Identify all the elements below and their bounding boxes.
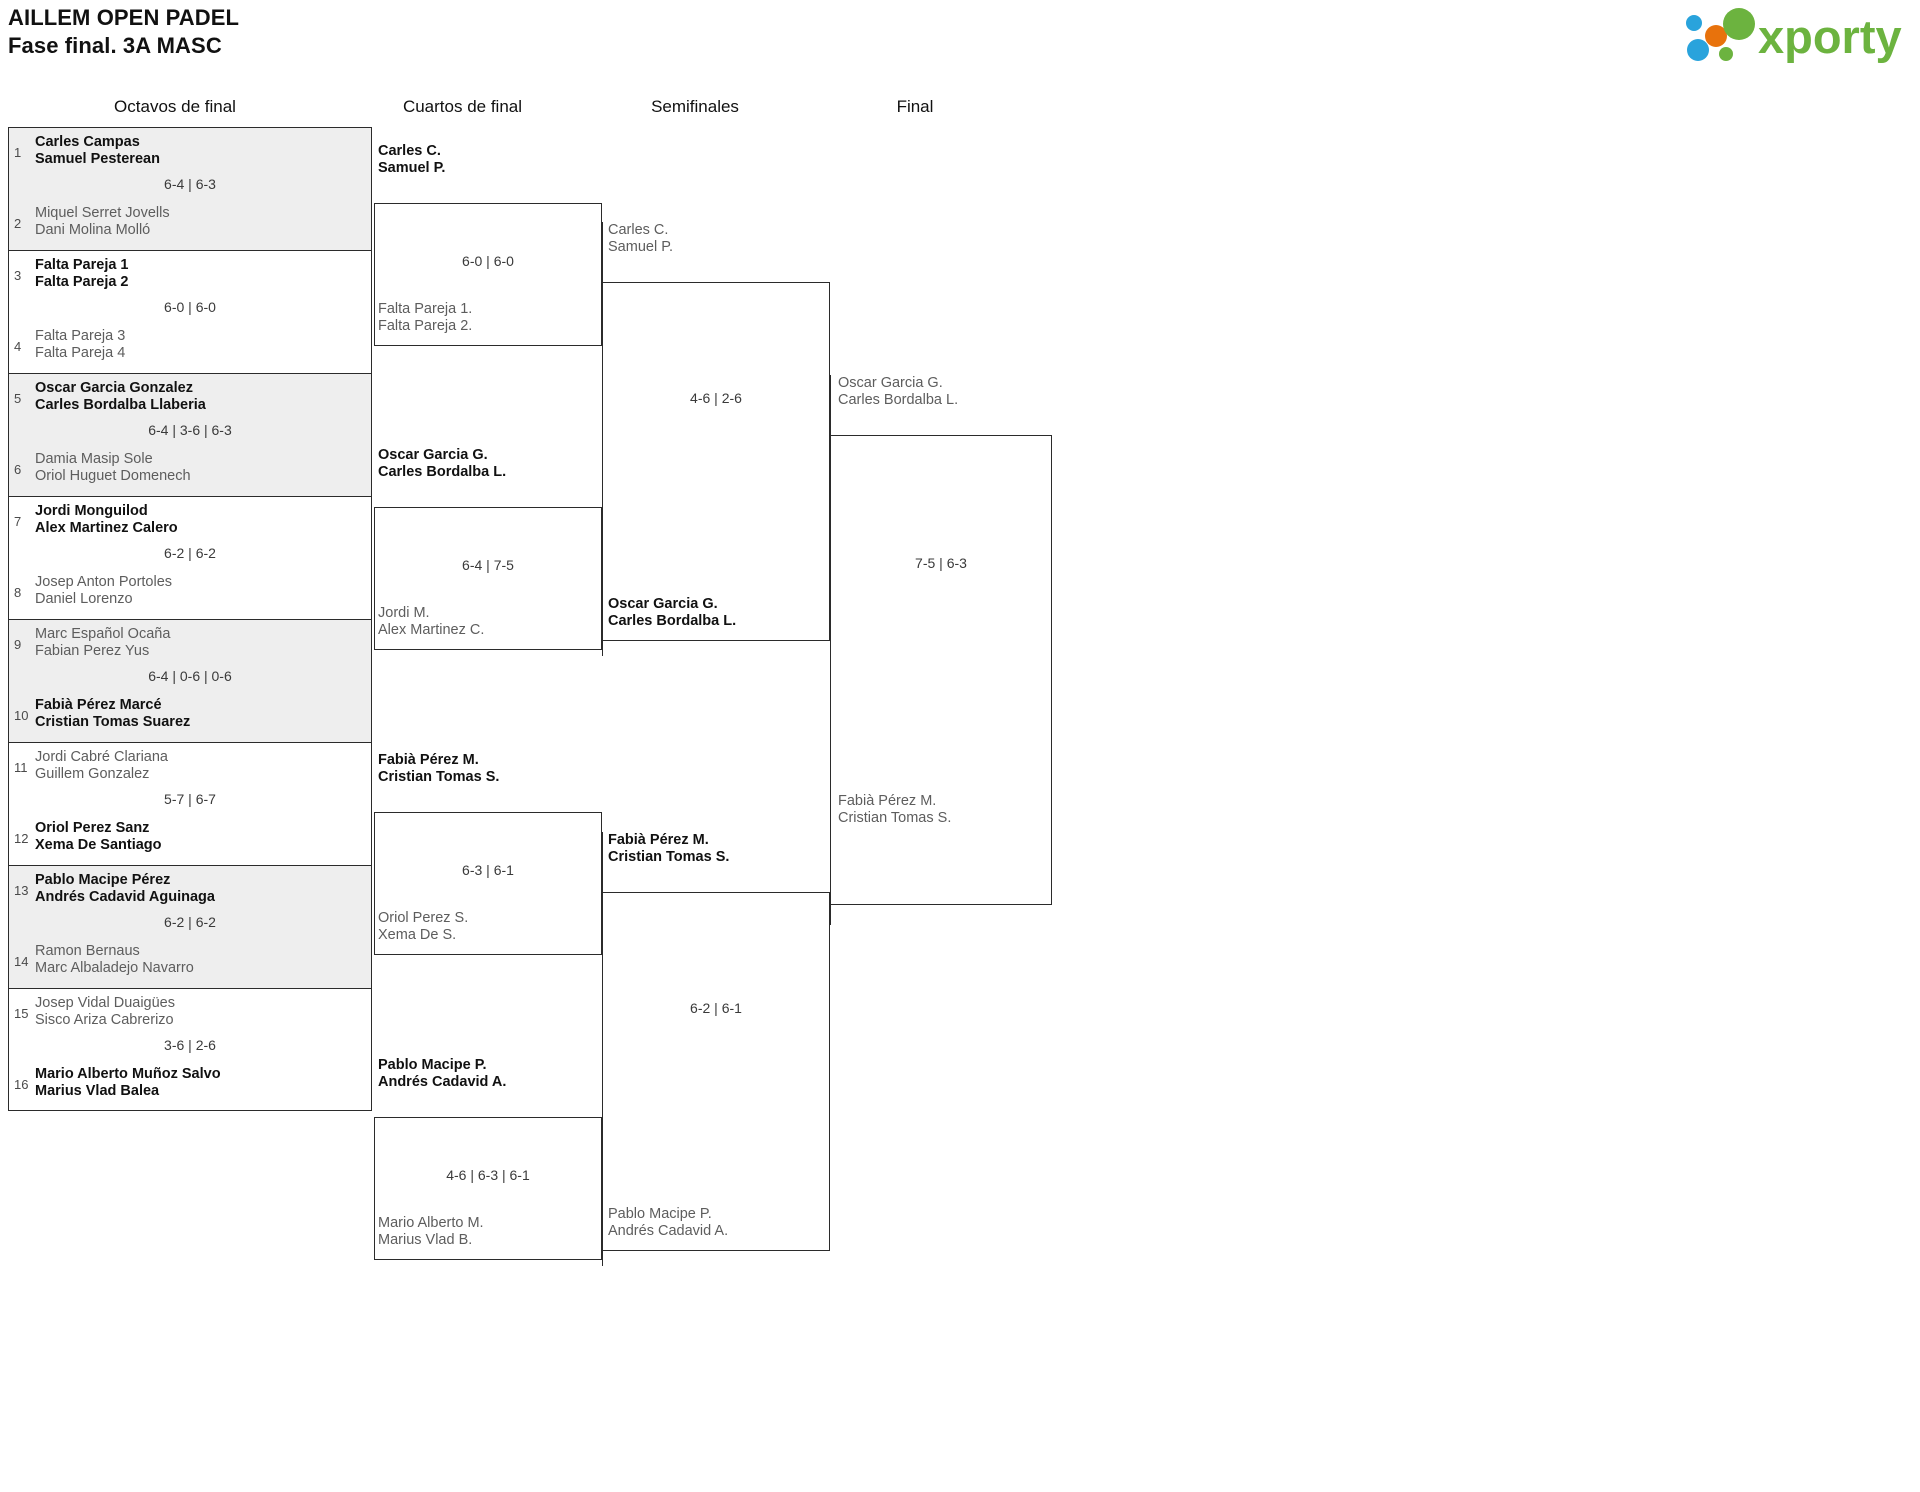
seed-number: 12: [14, 831, 29, 846]
page-title: AILLEM OPEN PADEL Fase final. 3A MASC: [8, 4, 239, 60]
team-bottom: Fabià Pérez M.Cristian Tomas S.: [838, 793, 952, 826]
team-bottom: Oriol Perez S.Xema De S.: [378, 910, 469, 943]
logo-wordmark: xporty: [1758, 10, 1902, 63]
team-top: Carles C.Samuel P.: [608, 222, 674, 255]
logo-dots-icon: [1686, 8, 1755, 61]
seed-number: 9: [14, 637, 22, 652]
bracket-box: [374, 203, 602, 346]
team-top: Carles C.Samuel P.: [378, 143, 446, 176]
seed-number: 8: [14, 585, 22, 600]
seed-number: 2: [14, 216, 22, 231]
match-score: 4-6 | 2-6: [690, 390, 742, 406]
team-top: Fabià Pérez M.Cristian Tomas S.: [378, 752, 500, 785]
connector-line: [602, 282, 603, 283]
connector-line: [602, 1206, 603, 1266]
match-score: 6-4 | 7-5: [462, 557, 514, 573]
team-bottom: Jordi M.Alex Martinez C.: [378, 605, 485, 638]
match-score: 6-2 | 6-2: [164, 914, 216, 930]
match-score: 5-7 | 6-7: [164, 791, 216, 807]
bracket-box: [374, 507, 602, 650]
seed-number: 6: [14, 462, 22, 477]
round-header-cuartos: Cuartos de final: [402, 97, 523, 116]
match-score: 6-0 | 6-0: [462, 253, 514, 269]
bracket-box: [374, 812, 602, 955]
seed-number: 4: [14, 339, 22, 354]
tournament-phase: Fase final. 3A MASC: [8, 33, 222, 58]
team-top: Pablo Macipe P.Andrés Cadavid A.: [378, 1057, 507, 1090]
bracket-box: [374, 1117, 602, 1260]
team-bottom: Pablo Macipe P.Andrés Cadavid A.: [608, 1206, 729, 1239]
match-score: 6-2 | 6-2: [164, 545, 216, 561]
seed-number: 1: [14, 145, 22, 160]
seed-number: 7: [14, 514, 22, 529]
xporty-logo[interactable]: xporty: [1680, 6, 1902, 66]
seed-number: 15: [14, 1006, 29, 1021]
round-header-octavos: Octavos de final: [114, 97, 236, 116]
match-score: 6-4 | 6-3: [164, 176, 216, 192]
team-bottom: Mario Alberto M.Marius Vlad B.: [378, 1215, 484, 1248]
seed-number: 5: [14, 391, 22, 406]
seed-number: 11: [14, 760, 28, 775]
bracket-box: [602, 282, 830, 641]
team-top: Fabià Pérez M.Cristian Tomas S.: [608, 832, 730, 865]
seed-number: 3: [14, 268, 22, 283]
seed-number: 16: [14, 1077, 29, 1092]
team-top: Oscar Garcia G.Carles Bordalba L.: [378, 447, 507, 480]
seed-number: 13: [14, 883, 29, 898]
team-top: Oscar Garcia G.Carles Bordalba L.: [838, 375, 959, 408]
connector-line: [830, 865, 831, 925]
connector-line: [602, 832, 603, 892]
bracket-box: [602, 892, 830, 1251]
match-score: 7-5 | 6-3: [915, 555, 967, 571]
connector-line: [602, 222, 603, 282]
team-bottom: Falta Pareja 1.Falta Pareja 2.: [378, 301, 473, 334]
round-header-semifinales: Semifinales: [651, 97, 739, 116]
match-score: 3-6 | 2-6: [164, 1037, 216, 1053]
bracket-box: [830, 435, 1052, 905]
match-score: 4-6 | 6-3 | 6-1: [446, 1167, 530, 1183]
connector-line: [602, 596, 603, 656]
team-bottom: Oscar Garcia G.Carles Bordalba L.: [608, 596, 737, 629]
svg-text:xporty: xporty: [1758, 10, 1902, 63]
match-score: 6-2 | 6-1: [690, 1000, 742, 1016]
match-score: 6-0 | 6-0: [164, 299, 216, 315]
seed-number: 14: [14, 954, 29, 969]
match-score: 6-4 | 3-6 | 6-3: [148, 422, 232, 438]
tournament-name: AILLEM OPEN PADEL: [8, 5, 240, 30]
match-score: 6-3 | 6-1: [462, 862, 514, 878]
seed-number: 10: [14, 708, 29, 723]
connector-line: [830, 375, 831, 435]
match-score: 6-4 | 0-6 | 0-6: [148, 668, 232, 684]
round-header-final: Final: [896, 97, 934, 116]
